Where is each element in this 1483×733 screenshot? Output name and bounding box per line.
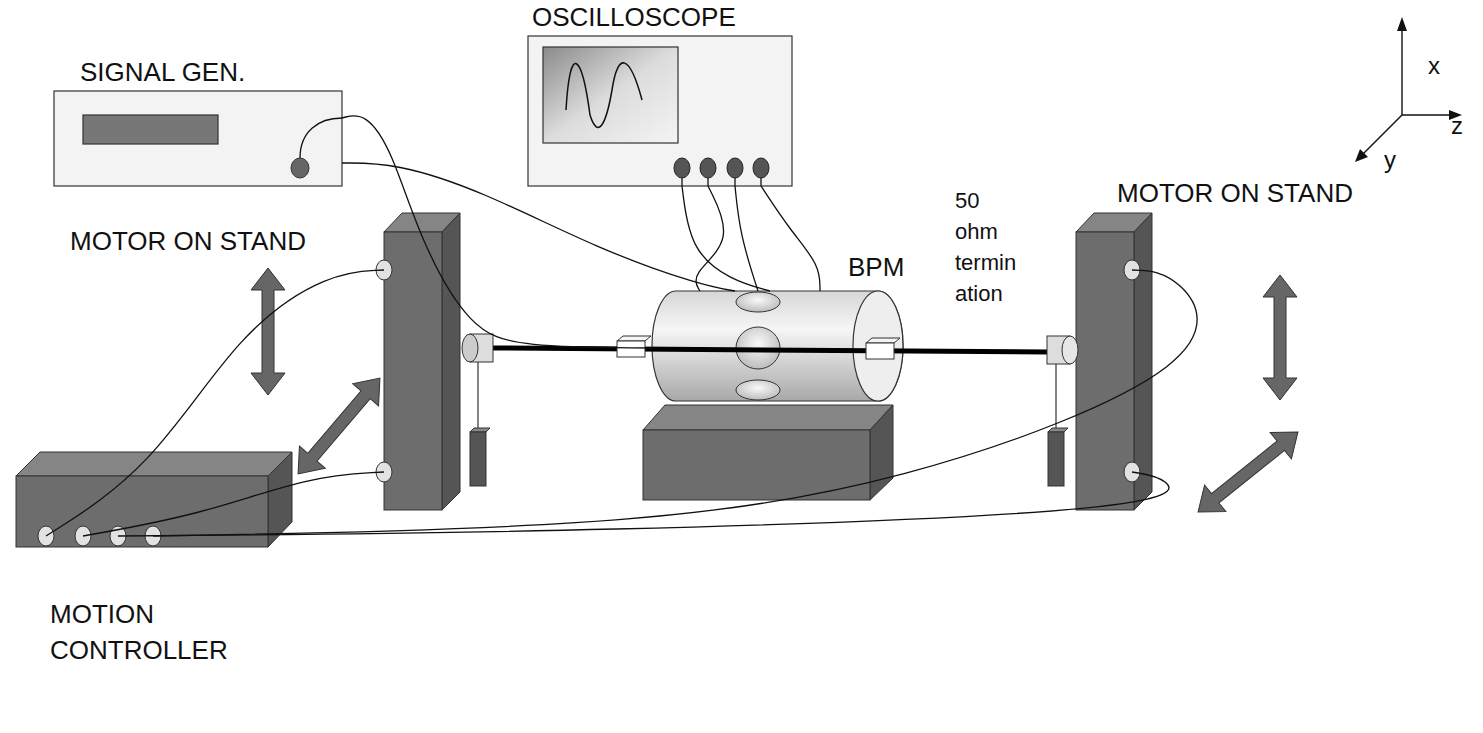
weight bbox=[470, 432, 486, 486]
cable-stub bbox=[707, 178, 708, 186]
cable bbox=[342, 116, 652, 348]
weight-string bbox=[477, 362, 478, 430]
signal-generator: SIGNAL GEN. bbox=[54, 91, 342, 186]
cable-stub bbox=[681, 178, 682, 186]
motor-stand: MOTOR ON STAND bbox=[384, 232, 442, 510]
display-panel bbox=[83, 115, 218, 144]
wire-clamp bbox=[617, 341, 645, 357]
waveform bbox=[566, 63, 642, 128]
wire-clamp bbox=[866, 338, 900, 343]
axis-label: z bbox=[1451, 112, 1463, 140]
axis-label: x bbox=[1428, 52, 1440, 80]
wire-clamp bbox=[617, 336, 651, 341]
input-connector bbox=[700, 158, 716, 178]
oscilloscope: OSCILLOSCOPE bbox=[528, 36, 792, 186]
node-label: SIGNAL GEN. bbox=[80, 57, 245, 87]
controller-side bbox=[268, 452, 292, 547]
output-connector bbox=[291, 158, 309, 178]
axis-label: y bbox=[1384, 146, 1396, 174]
weight bbox=[470, 428, 490, 432]
cable bbox=[342, 163, 735, 291]
motion-arrow bbox=[251, 268, 285, 395]
axis-line bbox=[1401, 28, 1402, 115]
node-label: OSCILLOSCOPE bbox=[532, 2, 736, 32]
cable-stub bbox=[734, 178, 735, 186]
termination-note: 50 ohm termin ation bbox=[955, 185, 1025, 309]
input-connector bbox=[674, 158, 690, 178]
weight bbox=[1048, 428, 1068, 432]
motion-arrow bbox=[1187, 419, 1308, 526]
axis-line bbox=[1402, 114, 1452, 115]
bpm: BPM bbox=[652, 291, 903, 401]
motion-controller: MOTION CONTROLLER bbox=[16, 476, 268, 540]
base-side bbox=[870, 405, 893, 500]
weight-string bbox=[1055, 364, 1056, 430]
cable-stub bbox=[300, 118, 342, 158]
pickup bbox=[736, 292, 780, 312]
node-label: MOTOR ON STAND bbox=[1117, 178, 1353, 208]
axis-arrowhead bbox=[1397, 17, 1407, 31]
cable bbox=[83, 472, 384, 536]
input-connector bbox=[727, 158, 743, 178]
cable bbox=[46, 270, 384, 536]
pulley bbox=[1062, 336, 1078, 364]
input-connector bbox=[753, 158, 769, 178]
pickup bbox=[736, 380, 780, 400]
node-label: MOTOR ON STAND bbox=[70, 226, 306, 256]
cable bbox=[118, 472, 1169, 536]
weight bbox=[1048, 432, 1064, 486]
bpm-end bbox=[853, 291, 903, 401]
oscilloscope-screen bbox=[543, 47, 678, 143]
base-top bbox=[643, 405, 893, 430]
node-label: MOTION CONTROLLER bbox=[50, 596, 280, 668]
cable bbox=[761, 186, 820, 291]
pulley bbox=[462, 334, 478, 362]
controller-top bbox=[16, 452, 292, 476]
motion-arrow bbox=[285, 367, 393, 485]
cable bbox=[682, 186, 770, 291]
bpm-body bbox=[652, 291, 903, 401]
cable bbox=[696, 186, 724, 291]
wire-clamp bbox=[866, 343, 894, 359]
cable bbox=[735, 186, 758, 291]
axis-arrowhead bbox=[1355, 149, 1368, 162]
node-label: BPM bbox=[848, 252, 904, 282]
axis-line bbox=[1362, 115, 1402, 155]
cable bbox=[153, 270, 1197, 536]
oscilloscope-body bbox=[528, 36, 792, 186]
stand-side bbox=[442, 213, 460, 510]
motion-arrow bbox=[1263, 275, 1297, 400]
cable-stub bbox=[760, 178, 761, 186]
signal-generator-body bbox=[54, 91, 342, 186]
stand-front bbox=[384, 232, 442, 510]
motor-stand: MOTOR ON STAND bbox=[1076, 232, 1134, 510]
stretched-wire bbox=[493, 348, 1047, 352]
